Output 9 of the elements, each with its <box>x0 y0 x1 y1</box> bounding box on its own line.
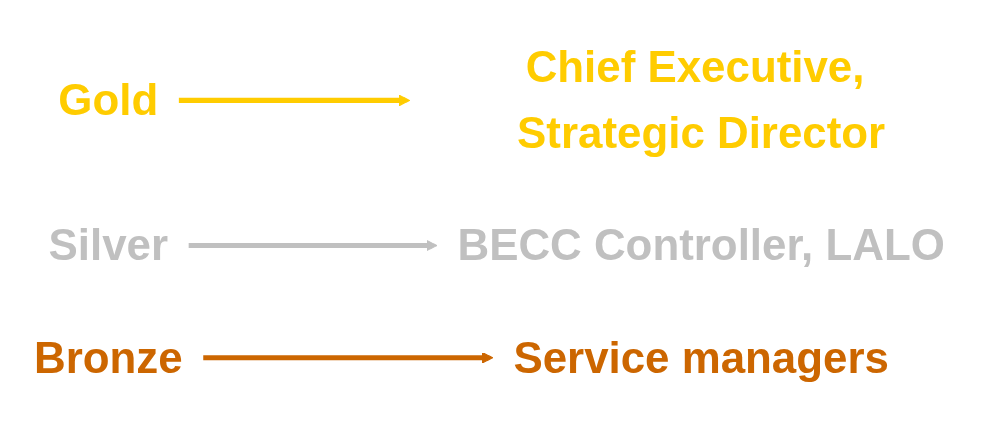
node-text: Bronze <box>33 332 183 382</box>
node-text: BECC Controller, LALO <box>456 220 945 270</box>
arrow <box>188 240 437 252</box>
node-text: Service managers <box>512 332 889 382</box>
node-text: Chief Executive, Strategic Director <box>516 42 885 158</box>
node-text: Gold <box>57 75 158 125</box>
arrow <box>202 352 493 364</box>
arrow <box>178 95 410 107</box>
node-text: Silver <box>48 220 168 270</box>
